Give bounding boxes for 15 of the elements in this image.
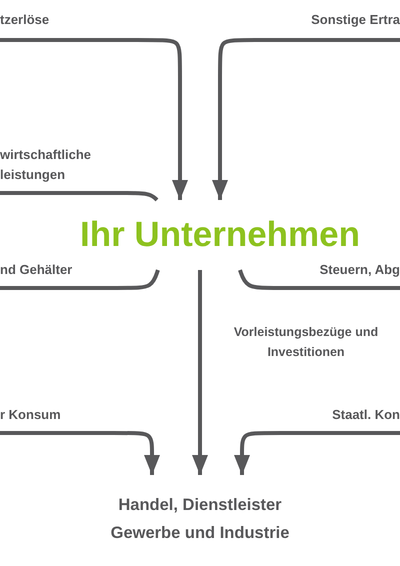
flow-label: Staatl. Kon (300, 405, 400, 433)
flow-label: wirtschaftliche leistungen (0, 145, 115, 193)
arrow (0, 431, 160, 475)
sector-label: Handel, Dienstleister Gewerbe und Industrie (80, 475, 320, 555)
flow-label: tzerlöse (0, 10, 80, 40)
flow-label: Steuern, Abg (300, 260, 400, 288)
arrow (234, 431, 400, 475)
flow-label: r Konsum (0, 405, 80, 433)
connector-line (0, 191, 158, 202)
connector-line (0, 269, 160, 290)
arrow (0, 38, 188, 200)
flow-label: nd Gehälter (0, 260, 90, 288)
arrow (212, 38, 400, 200)
flow-label: Sonstige Ertra (300, 10, 400, 40)
arrow (192, 270, 208, 475)
